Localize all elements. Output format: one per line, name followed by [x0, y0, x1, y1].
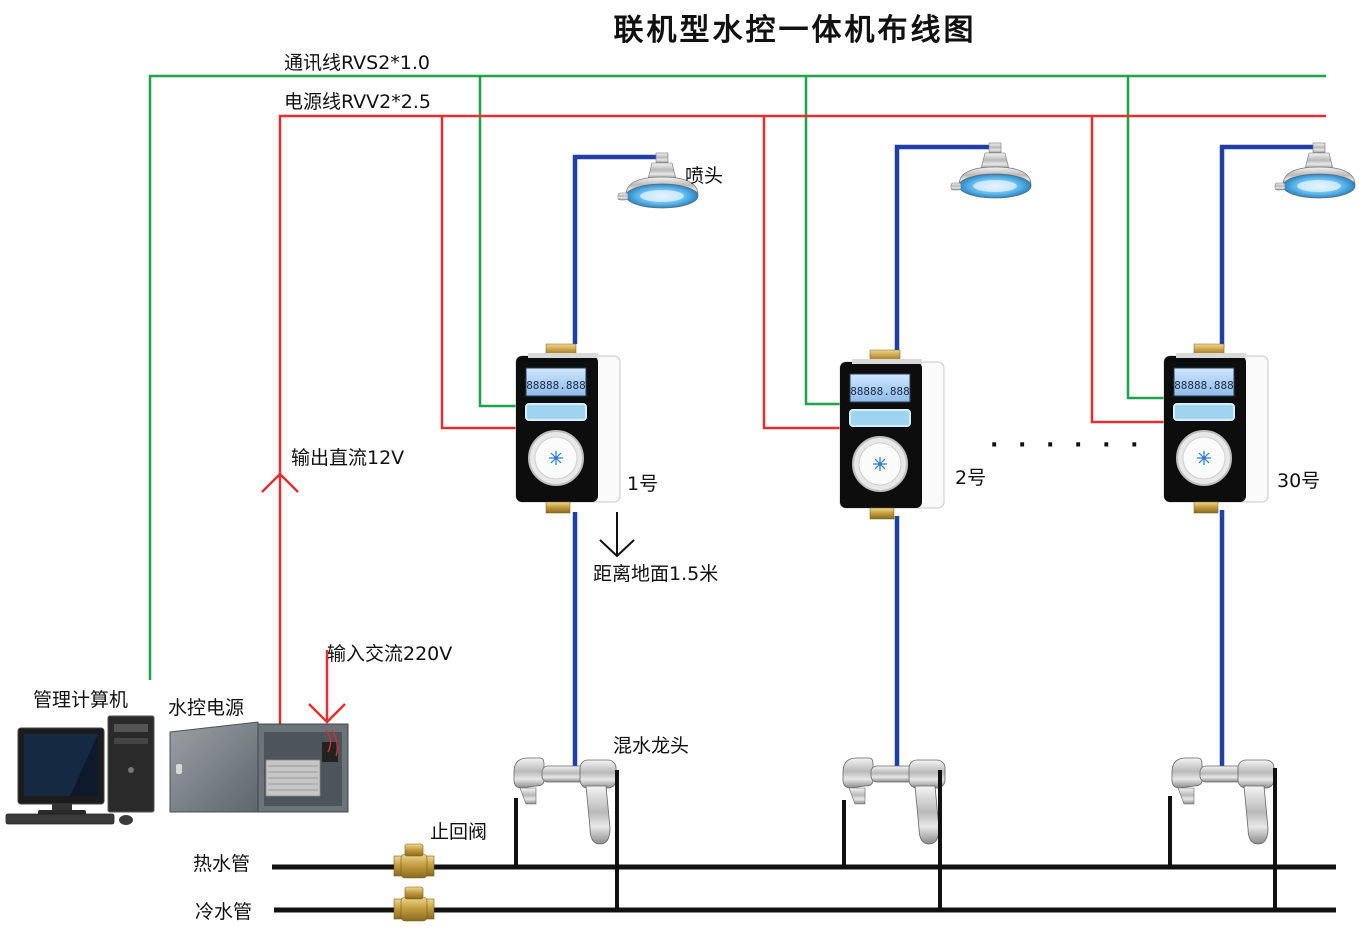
input-ac-label: 输入交流220V	[327, 643, 452, 665]
check-valve-label: 止回阀	[430, 821, 487, 843]
unit-label-1: 1号	[627, 473, 658, 495]
svg-text:88888.888: 88888.888	[1174, 379, 1234, 392]
mixer-tap-icon	[842, 757, 946, 845]
water-control-unit-icon: 88888.888	[1163, 343, 1269, 514]
more-units-ellipsis: · · · · · ·	[990, 433, 1144, 458]
branch-pipes	[514, 768, 1277, 910]
mixer-tap-icon	[1171, 757, 1275, 845]
comm-wire-label: 通讯线RVS2*1.0	[284, 52, 430, 74]
desktop-computer-icon	[5, 715, 155, 825]
hot-pipe-label: 热水管	[193, 853, 250, 875]
power-supply-label: 水控电源	[168, 697, 244, 719]
shower-head-label: 喷头	[685, 165, 723, 187]
mixer-tap-icon	[513, 757, 617, 845]
power-wire	[278, 114, 1326, 736]
main-pipes	[272, 864, 1336, 913]
unit-label-2: 2号	[955, 467, 986, 489]
svg-text:88888.888: 88888.888	[526, 379, 586, 392]
comm-wire	[148, 74, 1326, 680]
water-control-unit-icon: 88888.888	[839, 349, 945, 520]
shower-head-icon	[950, 142, 1032, 199]
check-valve-icon	[393, 886, 435, 922]
output-dc-label: 输出直流12V	[291, 447, 404, 469]
power-supply-box-icon	[169, 721, 349, 813]
unit-label-30: 30号	[1277, 470, 1320, 492]
mixer-tap-label: 混水龙头	[613, 735, 689, 757]
check-valve-icon	[393, 843, 435, 879]
cold-pipe-label: 冷水管	[195, 901, 252, 923]
diagram-title: 联机型水控一体机布线图	[614, 13, 977, 48]
height-label: 距离地面1.5米	[593, 563, 718, 585]
input-ac-arrow	[308, 650, 346, 724]
water-pipes	[572, 144, 1313, 770]
computer-label: 管理计算机	[33, 689, 128, 711]
water-control-unit-icon: 88888.888	[515, 343, 621, 514]
height-arrow	[599, 512, 635, 558]
output-dc-arrow	[261, 472, 299, 493]
svg-text:88888.888: 88888.888	[850, 385, 910, 398]
power-wire-label: 电源线RVV2*2.5	[284, 91, 431, 113]
shower-head-icon	[1274, 142, 1356, 199]
